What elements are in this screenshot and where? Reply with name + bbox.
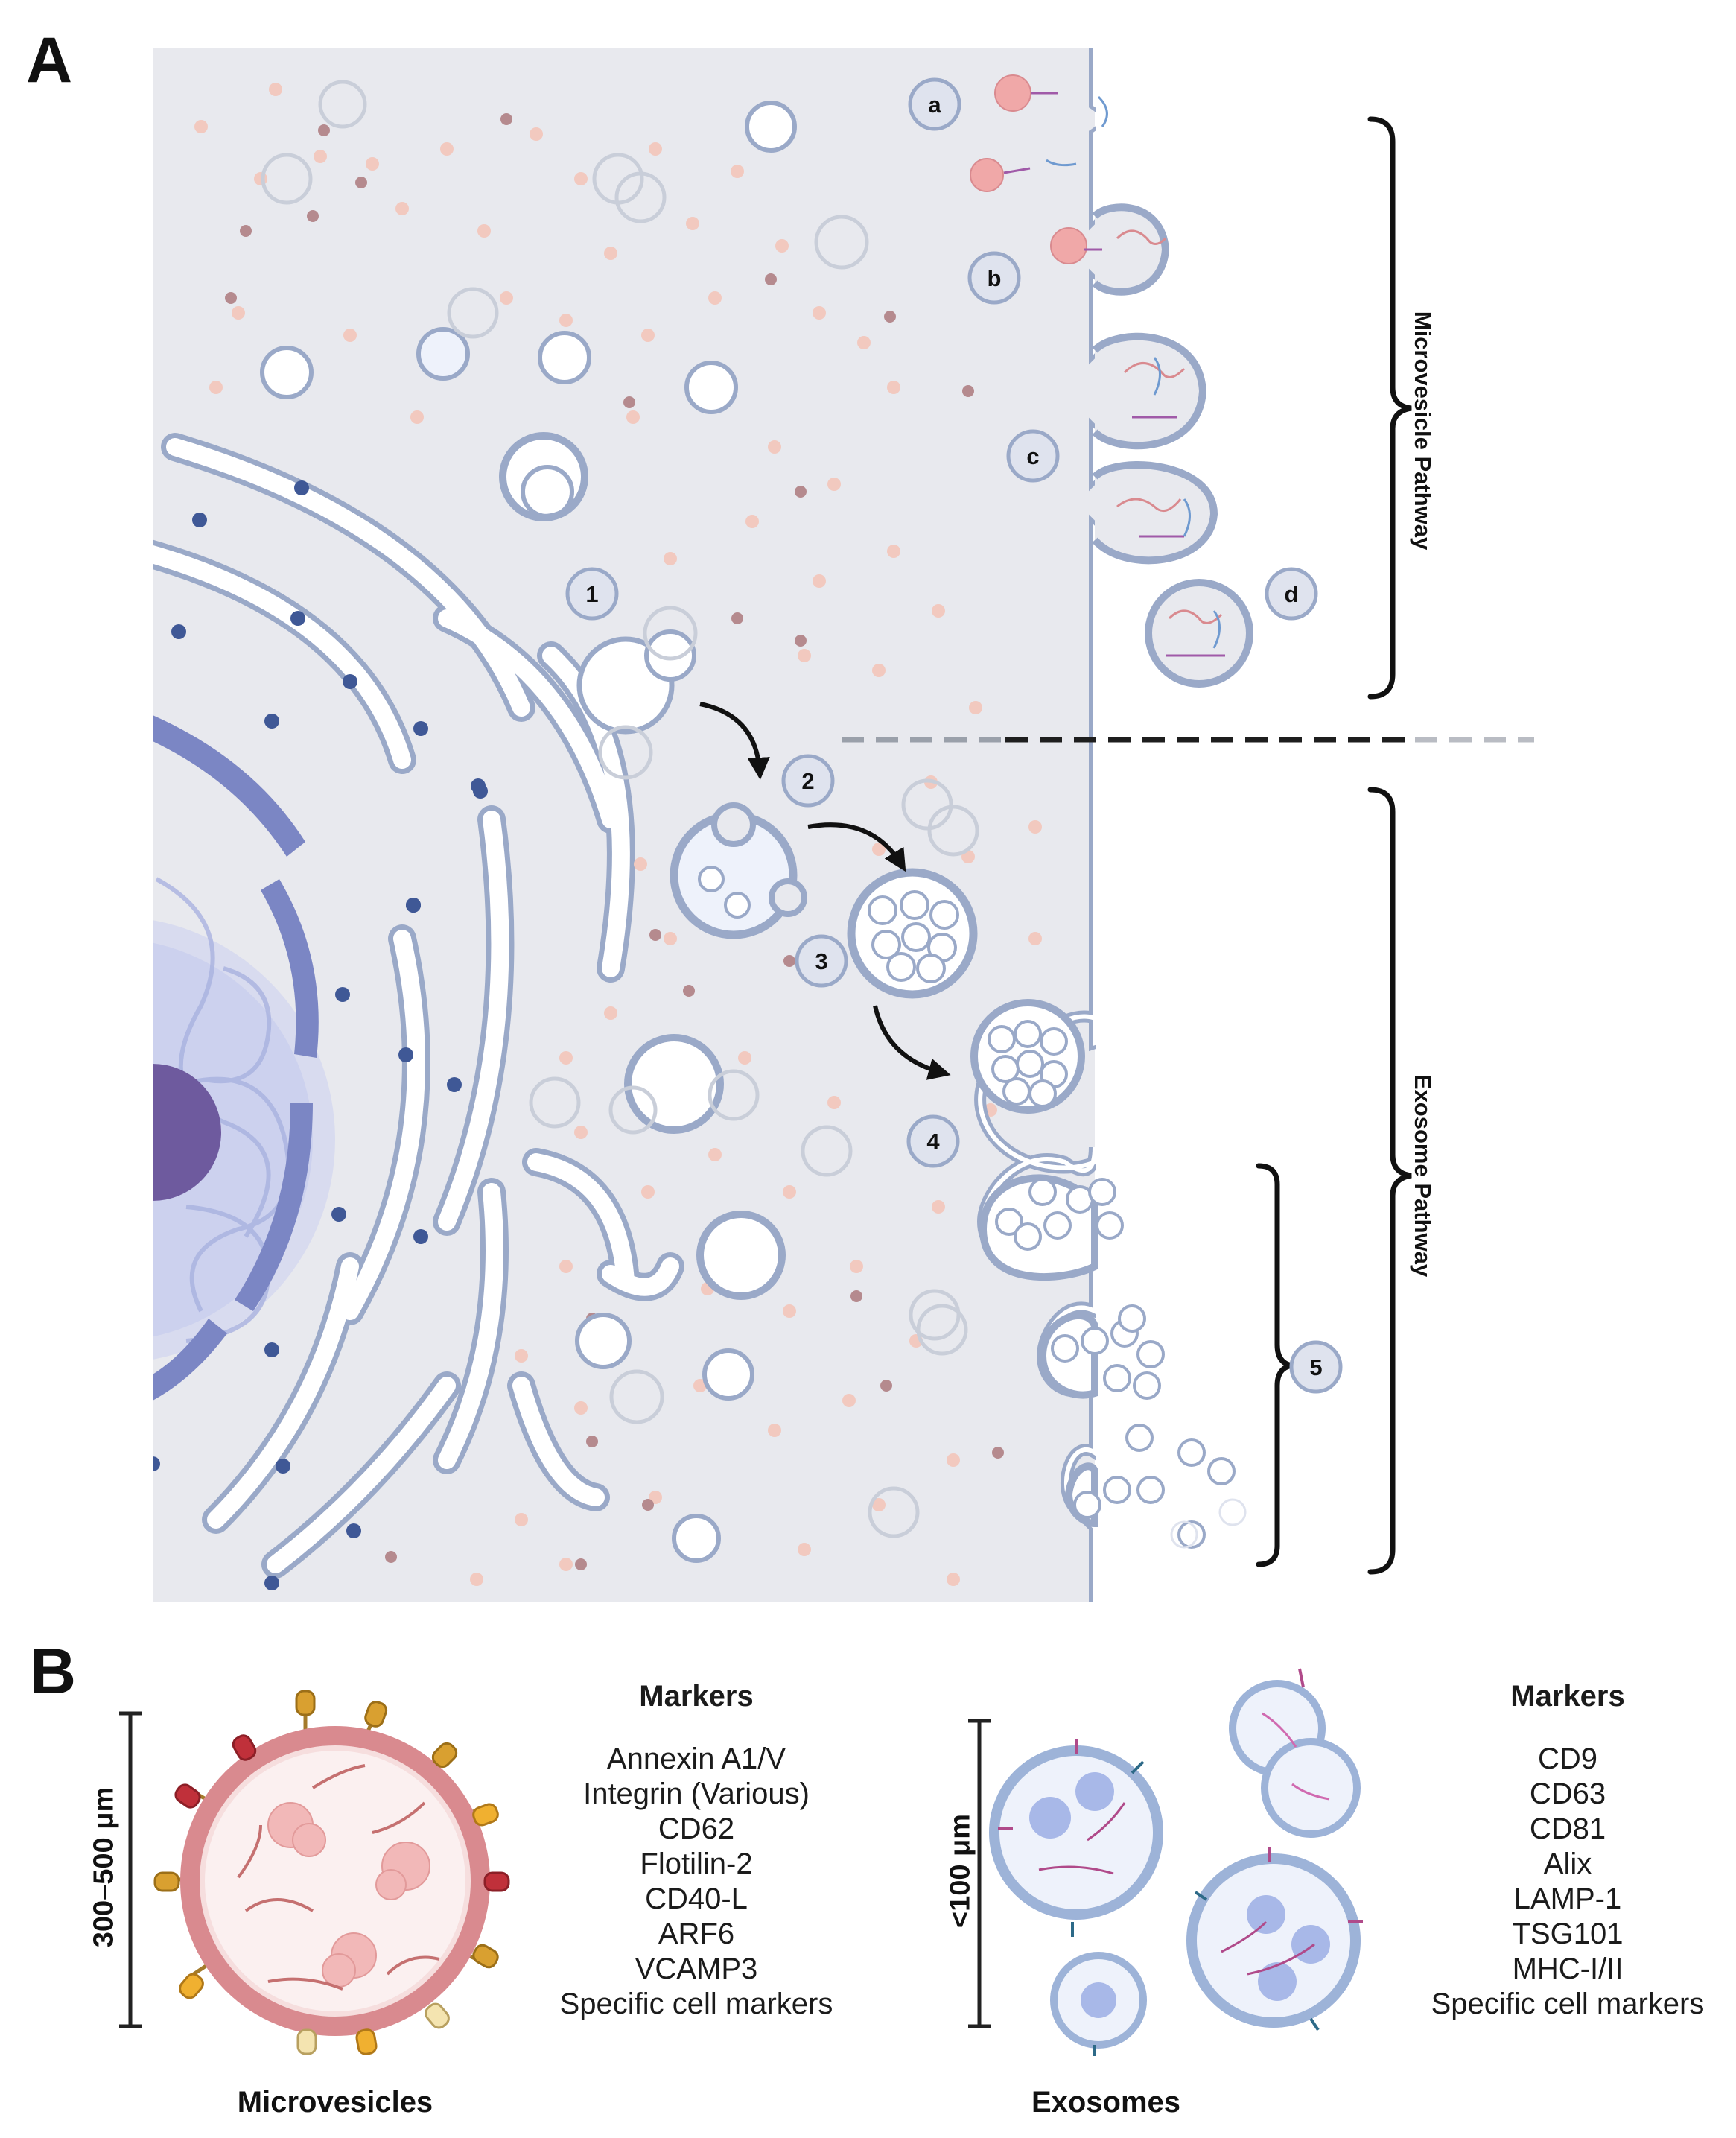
exo-marker: CD9	[1537, 1742, 1598, 1775]
step-1-label: 1	[585, 581, 598, 607]
released-microvesicle	[1145, 579, 1253, 688]
endoplasmic-reticulum	[153, 433, 684, 1579]
step-badges	[565, 77, 1343, 1394]
exosome-surface-markers	[998, 1668, 1363, 2056]
ribosomes	[153, 480, 488, 1590]
microvesicle-illustration	[153, 1690, 510, 2055]
step-3-label: 3	[815, 948, 827, 974]
exosome-small-top	[1229, 1680, 1361, 1838]
nucleus	[153, 715, 335, 1401]
cell: 1 2 3 4 5 a b c d	[153, 48, 1736, 1602]
pathway-arrows	[699, 702, 951, 1080]
exo-marker: LAMP-1	[1513, 1882, 1622, 1915]
size-bars	[119, 1711, 991, 2028]
multivesicular-body	[847, 868, 978, 999]
mv-cargo	[237, 1764, 440, 1991]
step-2-label: 2	[801, 768, 814, 794]
free-vesicles	[260, 80, 979, 1563]
exosome-large-top-left	[989, 1745, 1163, 1920]
mv-marker: VCAMP3	[635, 1953, 758, 1985]
exo-marker: TSG101	[1512, 1917, 1624, 1950]
mv-marker: Specific cell markers	[559, 1988, 833, 2020]
substep-c-label: c	[1026, 443, 1039, 469]
exo-marker: CD81	[1529, 1812, 1606, 1845]
mv-marker: Flotilin-2	[640, 1847, 753, 1880]
exosome-pathway-label: Exosome Pathway	[1410, 1073, 1436, 1278]
microvesicles-caption: Microvesicles	[237, 2086, 433, 2119]
nucleolus	[153, 1064, 221, 1201]
cytoplasmic-particles	[194, 83, 1042, 1586]
step-5-label: 5	[1309, 1354, 1322, 1380]
exosomes-caption: Exosomes	[1031, 2086, 1181, 2119]
microvesicle-markers-title: Markers	[639, 1680, 754, 1713]
exosome-size-label: <100 μm	[944, 1813, 976, 1929]
substep-d-label: d	[1285, 581, 1299, 607]
microvesicle-buds	[970, 74, 1253, 688]
substep-b-label: b	[988, 265, 1002, 291]
substep-a-label: a	[928, 92, 941, 118]
exosome-brace	[1367, 787, 1412, 1575]
plasma-membrane	[974, 48, 1736, 1602]
microvesicle-pathway-label: Microvesicle Pathway	[1410, 311, 1436, 551]
mv-surface-markers	[153, 1690, 510, 2055]
exo-marker: Specific cell markers	[1431, 1988, 1705, 2020]
exosome-release	[970, 999, 1247, 1549]
microvesicle-markers: Markers Annexin A1/V Integrin (Various) …	[532, 1680, 860, 2022]
exo-marker: Alix	[1543, 1847, 1592, 1880]
mv-marker: CD40-L	[645, 1882, 748, 1915]
exo-marker: CD63	[1529, 1777, 1606, 1810]
step-4-label: 4	[926, 1129, 940, 1155]
panel-a-label: A	[26, 25, 73, 96]
mv-marker: CD62	[658, 1812, 735, 1845]
panel-b-label: B	[30, 1636, 77, 1707]
exosome-large-bottom-right	[1186, 1853, 1361, 2028]
mv-marker: Annexin A1/V	[606, 1742, 786, 1775]
exosome-markers: Markers CD9 CD63 CD81 Alix LAMP-1 TSG101…	[1411, 1680, 1724, 2022]
early-endosome	[670, 802, 807, 939]
microvesicle-brace	[1367, 116, 1412, 700]
microvesicle-size-label: 300–500 μm	[88, 1786, 120, 1948]
exosome-small-bottom-left	[1050, 1952, 1147, 2049]
mv-marker: Integrin (Various)	[583, 1777, 810, 1810]
exosome-markers-title: Markers	[1510, 1680, 1625, 1713]
exosome-illustration	[989, 1668, 1363, 2056]
mv-marker: ARF6	[658, 1917, 735, 1950]
exo-marker: MHC-I/II	[1512, 1953, 1624, 1985]
